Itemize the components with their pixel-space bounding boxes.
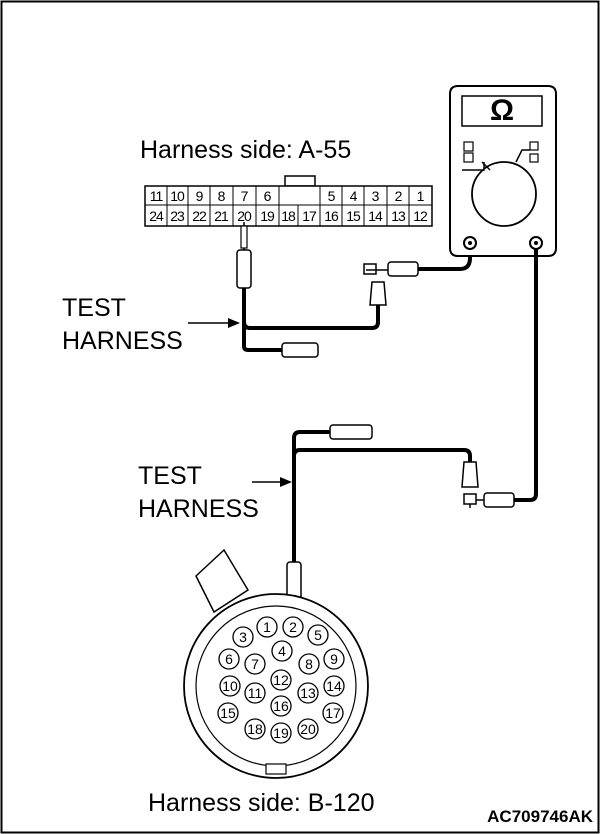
connector-a-body <box>144 185 433 227</box>
b120-pin-circle <box>217 702 239 724</box>
meter-display <box>461 95 543 127</box>
alligator-clip <box>461 461 479 488</box>
a55-pin-label: 9 <box>196 188 204 204</box>
connector-a-label: Harness side: A-55 <box>140 136 351 164</box>
a55-pin-label: 5 <box>328 188 336 204</box>
b120-pin-label: 10 <box>222 678 238 694</box>
b120-pin-circle <box>244 682 266 704</box>
a55-pin-label: 8 <box>218 188 226 204</box>
b120-pin-label: 18 <box>247 721 263 737</box>
test-harness-label: HARNESS <box>62 327 183 355</box>
b120-pin-circle <box>218 648 240 670</box>
a55-pin-label: 21 <box>214 208 229 224</box>
a55-pin-label: 20 <box>237 208 252 224</box>
a55-pin-label: 1 <box>417 188 425 204</box>
b120-pin-label: 14 <box>326 678 342 694</box>
test-harness-label: HARNESS <box>138 495 259 523</box>
b120-pin-circle <box>270 722 292 744</box>
b120-pin-label: 19 <box>273 725 289 741</box>
harness-plug <box>329 424 373 440</box>
b120-pin-label: 6 <box>225 651 233 667</box>
b120-pin-label: 3 <box>239 629 247 645</box>
b120-pin-circle <box>307 624 329 646</box>
b120-pin-label: 9 <box>330 651 338 667</box>
b120-pin-circle <box>232 626 254 648</box>
b120-pin-label: 20 <box>300 721 316 737</box>
probe-pin <box>236 249 252 289</box>
b120-pin-label: 11 <box>248 685 263 701</box>
b120-pin-circle <box>322 702 344 724</box>
harness-plug <box>281 342 319 358</box>
a55-pin-label: 24 <box>149 208 164 224</box>
a55-pin-label: 2 <box>395 188 403 204</box>
b120-pin-circle <box>323 648 345 670</box>
b120-pin-circle <box>256 616 278 638</box>
a55-pin-label: 11 <box>150 188 164 204</box>
a55-pin-label: 10 <box>170 188 185 204</box>
a55-pin-label: 15 <box>346 208 361 224</box>
b120-pin-circle <box>270 669 292 691</box>
b120-pin-label: 1 <box>263 619 271 635</box>
a55-pin-label: 13 <box>391 208 406 224</box>
a55-pin-label: 16 <box>324 208 339 224</box>
b120-pin-circle <box>323 675 345 697</box>
b120-pin-circle <box>219 675 241 697</box>
a55-pin-label: 6 <box>264 188 272 204</box>
b120-pin-label: 15 <box>220 705 236 721</box>
multimeter: Ω <box>449 85 557 257</box>
b120-pin-circle <box>270 695 292 717</box>
b120-pin-circle <box>282 616 304 638</box>
b120-pin-label: 13 <box>300 685 316 701</box>
range-dial <box>471 161 537 227</box>
b120-pin-circle <box>244 718 266 740</box>
a55-pin-label: 14 <box>368 208 383 224</box>
pointer-arrow <box>252 477 292 487</box>
b120-pin-label: 17 <box>325 705 341 721</box>
connector-a: 11 10 9 8 7 6 5 4 3 2 1 24 23 22 21 20 1… <box>144 175 433 227</box>
b120-pin-label: 8 <box>305 656 313 672</box>
connector-a-lock-tab <box>284 175 316 187</box>
b120-pin-circle <box>297 718 319 740</box>
b120-pin-label: 5 <box>314 627 322 643</box>
test-harness-label: TEST <box>62 294 126 322</box>
ohm-icon: Ω <box>490 94 514 127</box>
b120-pin-label: 7 <box>251 656 259 672</box>
a55-pin-label: 18 <box>281 208 296 224</box>
a55-pin-label: 22 <box>192 208 207 224</box>
a55-pin-label: 19 <box>260 208 275 224</box>
alligator-clip <box>369 281 387 306</box>
test-harness-lower <box>286 424 472 625</box>
b120-pin-label: 16 <box>273 698 289 714</box>
b120-pin-circle <box>297 682 319 704</box>
connector-b-key-tab <box>195 548 250 614</box>
b120-pin-circle <box>271 640 293 662</box>
b120-pin-label: 4 <box>278 643 286 659</box>
a55-pin-label: 23 <box>170 208 185 224</box>
pointer-arrow <box>188 318 240 328</box>
b120-pin-circle <box>298 653 320 675</box>
a55-pin-label: 12 <box>413 208 428 224</box>
figure-code: AC709746AK <box>487 807 594 826</box>
a55-pin-label: 17 <box>302 208 317 224</box>
connector-b-label: Harness side: B-120 <box>148 789 375 817</box>
a55-pin-label: 7 <box>241 188 249 204</box>
b120-pin-label: 12 <box>273 672 289 688</box>
test-harness-label: TEST <box>138 462 202 490</box>
meter-lead <box>461 249 538 508</box>
a55-pin-label: 4 <box>350 188 358 204</box>
a55-pin-label: 3 <box>372 188 380 204</box>
b120-pin-circle <box>244 653 266 675</box>
b120-pin-label: 2 <box>289 619 297 635</box>
test-harness-upper <box>236 222 472 358</box>
